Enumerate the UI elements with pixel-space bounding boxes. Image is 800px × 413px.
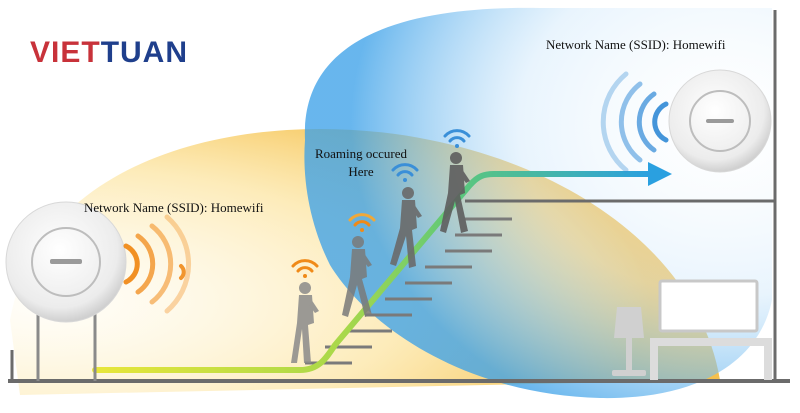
person-walking-icon [291,282,319,363]
wifi-signal-icon [291,259,319,278]
blue-coverage-area [304,7,772,399]
person-walking-icon [440,152,470,233]
roaming-label-line-2: Here [348,164,374,179]
wifi-signal-icon [348,213,376,232]
roaming-label-line-1: Roaming occured [314,146,408,161]
staircase [305,217,512,365]
access-point-left [5,201,127,381]
signal-waves-right [600,71,669,173]
wifi-signal-icon [443,129,471,148]
tv-icon [650,279,772,380]
building-structure [8,10,790,383]
ssid-label-right: Network Name (SSID): Homewifi [546,37,726,52]
ssid-label-left: Network Name (SSID): Homewifi [84,200,264,215]
person-walking-icon [342,236,372,317]
wifi-signal-icon [391,163,419,182]
viettuan-logo: VIETTUAN [30,36,188,70]
lamp-icon [612,307,646,376]
signal-waves-left [123,214,191,314]
roaming-path [92,171,653,373]
logo-part-1: VIET [30,36,101,69]
person-walking-icon [390,187,422,268]
logo-part-2: TUAN [100,36,189,69]
access-point-right [668,69,772,173]
roaming-label: Roaming occured Here [313,145,409,181]
path-arrow-head [648,162,672,186]
